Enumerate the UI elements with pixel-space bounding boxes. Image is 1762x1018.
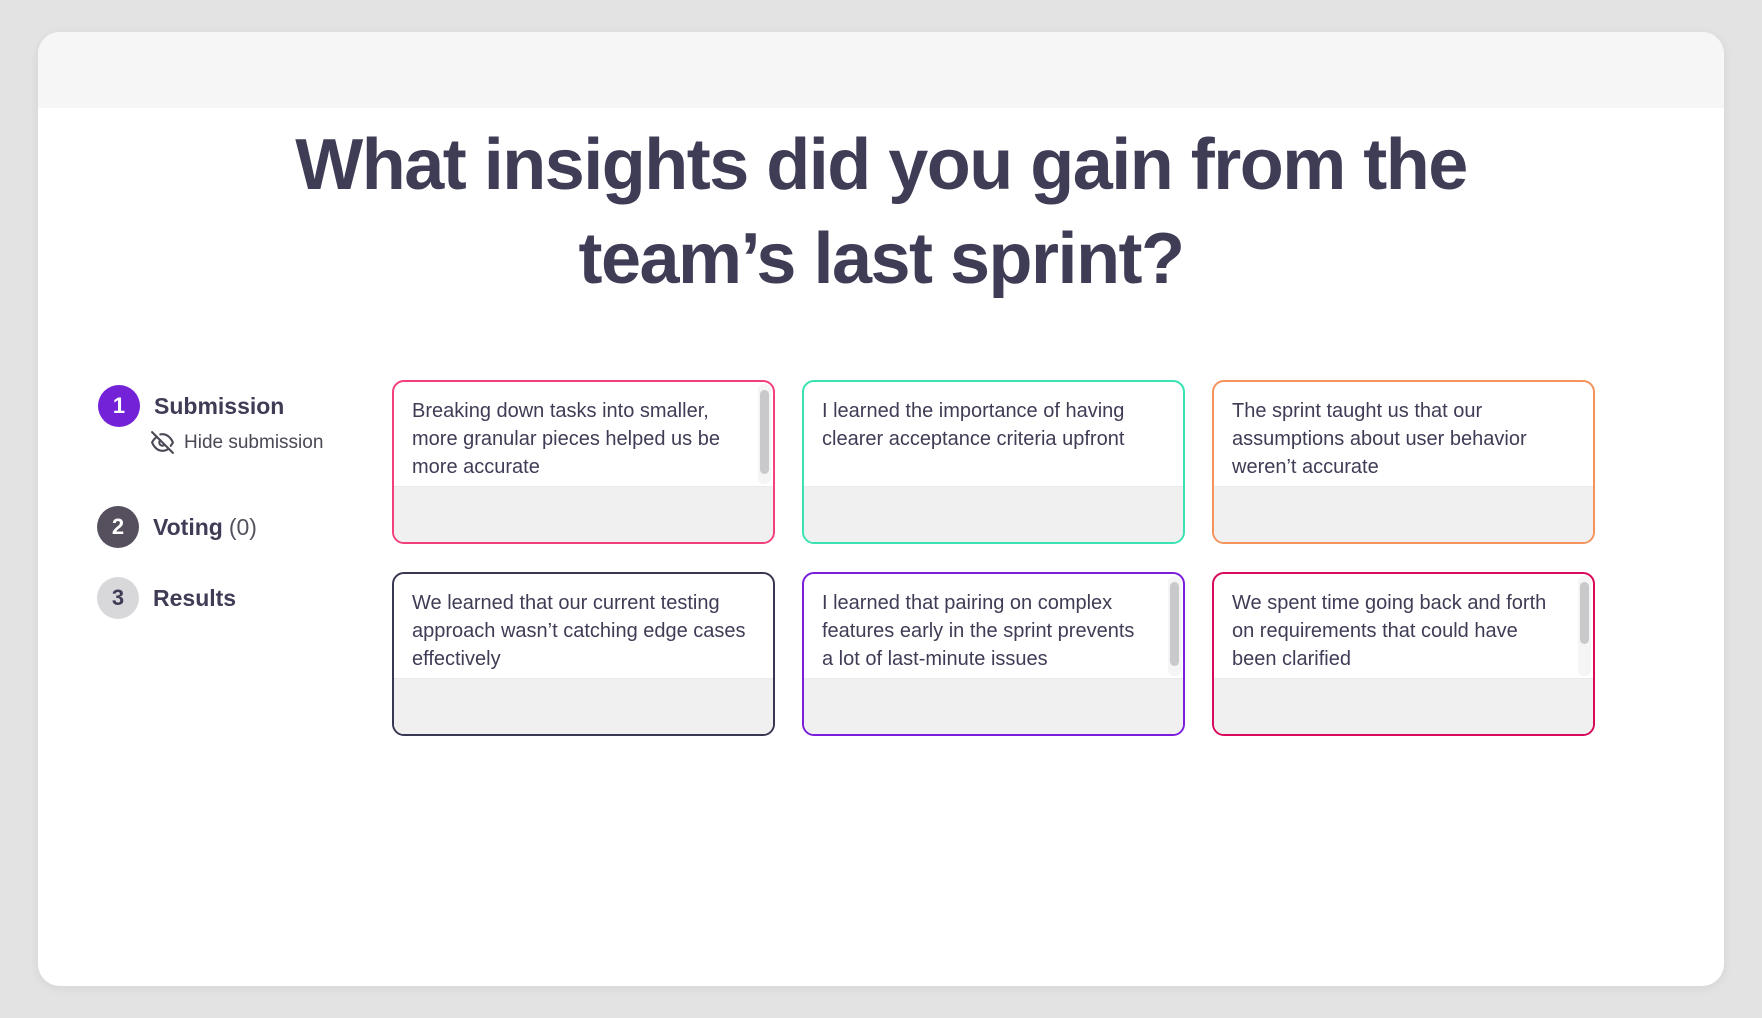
submission-card[interactable]: The sprint taught us that our assumption… [1212, 380, 1595, 544]
hide-submission-button[interactable]: Hide submission [150, 430, 323, 455]
submission-card-text: The sprint taught us that our assumption… [1214, 382, 1593, 486]
submission-card-footer [804, 486, 1183, 542]
submission-card-footer [394, 678, 773, 734]
scrollbar-thumb[interactable] [1580, 582, 1589, 644]
vote-count: (0) [228, 513, 257, 540]
submission-card[interactable]: We spent time going back and forth on re… [1212, 572, 1595, 736]
submission-card-footer [394, 486, 773, 542]
step-label: Submission [154, 392, 285, 419]
submission-text: We learned that our current testing appr… [412, 592, 746, 670]
panel-header-band [38, 32, 1724, 108]
submission-text: The sprint taught us that our assumption… [1232, 400, 1527, 478]
step-number-badge: 1 [98, 385, 140, 427]
submission-text: I learned that pairing on complex featur… [822, 592, 1135, 670]
submission-card-footer [804, 678, 1183, 734]
scrollbar-thumb[interactable] [760, 390, 769, 474]
step-label: Results [153, 584, 237, 611]
step-number-badge: 2 [97, 506, 139, 548]
submission-card-text: We spent time going back and forth on re… [1214, 574, 1593, 678]
submission-card[interactable]: I learned that pairing on complex featur… [802, 572, 1185, 736]
step-voting[interactable]: 2 Voting(0) [97, 506, 257, 548]
submission-text: Breaking down tasks into smaller, more g… [412, 400, 720, 478]
submission-text: I learned the importance of having clear… [822, 400, 1125, 450]
step-voting-text: Voting [153, 513, 223, 540]
hide-submission-label: Hide submission [184, 431, 324, 453]
submission-card-text: I learned that pairing on complex featur… [804, 574, 1183, 678]
submission-card-footer [1214, 486, 1593, 542]
submission-text: We spent time going back and forth on re… [1232, 592, 1547, 670]
question-title: What insights did you gain from the team… [0, 118, 1762, 306]
submission-card[interactable]: I learned the importance of having clear… [802, 380, 1185, 544]
submission-card-text: I learned the importance of having clear… [804, 382, 1183, 486]
submission-card[interactable]: Breaking down tasks into smaller, more g… [392, 380, 775, 544]
submission-card-text: We learned that our current testing appr… [394, 574, 773, 678]
step-label: Voting(0) [153, 514, 257, 541]
submission-card[interactable]: We learned that our current testing appr… [392, 572, 775, 736]
step-submission[interactable]: 1 Submission [98, 385, 284, 427]
submission-card-footer [1214, 678, 1593, 734]
step-number-badge: 3 [97, 577, 139, 619]
scrollbar-thumb[interactable] [1170, 582, 1179, 666]
step-results[interactable]: 3 Results [97, 577, 236, 619]
submission-card-text: Breaking down tasks into smaller, more g… [394, 382, 773, 486]
question-title-line2: team’s last sprint? [578, 219, 1185, 299]
eye-off-icon [151, 431, 174, 454]
submission-cards-grid: Breaking down tasks into smaller, more g… [392, 380, 1595, 736]
question-title-line1: What insights did you gain from the [295, 125, 1468, 205]
